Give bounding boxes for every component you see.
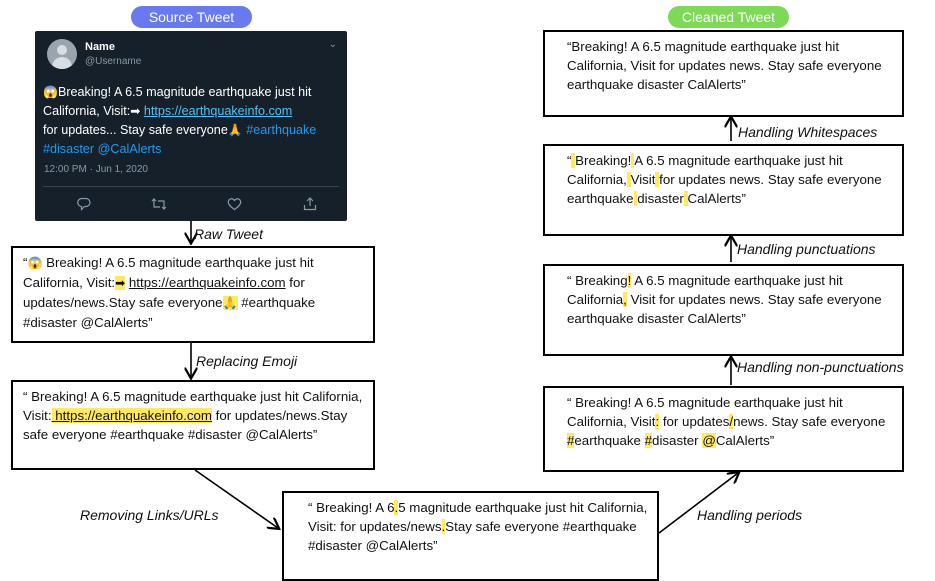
emoji-replaced-box: “ Breaking! A 6.5 magnitude earthquake j… <box>11 380 375 470</box>
highlight: . <box>441 519 446 534</box>
highlight <box>626 172 631 187</box>
hashtag-disaster[interactable]: #disaster <box>43 142 95 156</box>
heart-icon[interactable] <box>227 197 242 211</box>
links-removed-box: “ Breaking! A 6.5 magnitude earthquake j… <box>282 491 659 581</box>
hashtag-earthquake[interactable]: #earthquake <box>246 123 317 137</box>
box-text: Visit <box>630 172 656 187</box>
box-text: A 6.5 magnitude earthquake just hit Cali… <box>567 273 843 307</box>
highlight <box>631 153 635 168</box>
step-label-removing-links: Removing Links/URLs <box>80 507 219 523</box>
box-text: A 6.5 magnitude earthquake just hit Cali… <box>567 153 843 187</box>
box-text: “ Breaking! A 6.5 magnitude earthquake j… <box>567 395 843 429</box>
step-label-replacing-emoji: Replacing Emoji <box>196 353 298 369</box>
box-text: “ Breaking! A 6 <box>308 500 395 515</box>
raw-text: #earthquake #disaster @CalAlerts” <box>23 295 316 330</box>
highlight: : <box>655 414 660 429</box>
step-label-handling-periods: Handling periods <box>697 507 803 523</box>
tweet-link[interactable]: https://earthquakeinfo.com <box>143 104 293 118</box>
tweet-timestamp: 12:00 PM · Jun 1, 2020 <box>44 164 148 175</box>
highlight <box>655 172 660 187</box>
box-text: “ <box>567 153 572 168</box>
box-text: Breaking! <box>575 153 632 168</box>
highlight: @ <box>702 433 716 448</box>
tweet-author-handle: @Username <box>85 56 142 67</box>
tweet-actions <box>35 197 347 215</box>
box-text: disaster <box>652 433 703 448</box>
cleaned-text: “Breaking! A 6.5 magnitude earthquake ju… <box>567 39 882 92</box>
quote-open: “ <box>23 255 28 270</box>
punct-handled-box: “ Breaking! A 6.5 magnitude earthquake j… <box>543 144 904 236</box>
source-tweet-header: Source Tweet <box>131 6 252 28</box>
box-text: Visit for updates news. Stay safe everyo… <box>567 292 882 326</box>
periods-handled-box: “ Breaking! A 6.5 magnitude earthquake j… <box>543 386 904 472</box>
step-label-handling-non-punctuations: Handling non-punctuations <box>737 359 904 375</box>
highlight: # <box>644 433 653 448</box>
raw-text: for updates/news.Stay safe everyone <box>23 275 305 310</box>
arrow-links <box>194 469 278 528</box>
tweet-author-name: Name <box>85 41 115 53</box>
arrow-right-emoji-icon: ➡ <box>115 276 126 290</box>
step-label-raw-tweet: Raw Tweet <box>194 226 263 242</box>
arrow-right-emoji-icon: ➡ <box>130 104 141 118</box>
highlight <box>683 191 688 206</box>
box-text: for updates news. Stay safe everyone <box>659 172 882 187</box>
scream-emoji-icon: 😱 <box>27 256 43 270</box>
source-tweet-card: Name @Username ⌄ 😱Breaking! A 6.5 magnit… <box>35 31 347 221</box>
nonpunct-handled-box: “ Breaking! A 6.5 magnitude earthquake j… <box>543 264 904 356</box>
retweet-icon[interactable] <box>151 197 167 211</box>
avatar <box>47 39 77 69</box>
pray-emoji-icon: 🙏 <box>227 123 243 137</box>
tweet-text: Breaking! A 6.5 magnitude earthquake jus… <box>43 85 312 118</box>
box-text: Stay safe everyone #earthquake #disaster… <box>308 519 637 553</box>
highlight <box>571 153 576 168</box>
step-label-handling-punctuations: Handling punctuations <box>737 241 876 257</box>
raw-tweet-box: “😱 Breaking! A 6.5 magnitude earthquake … <box>11 246 375 343</box>
box-text: earthquake <box>574 433 645 448</box>
box-text: earthquake <box>567 191 634 206</box>
arrow-periods <box>658 473 738 534</box>
cleaned-tweet-header: Cleaned Tweet <box>668 6 789 28</box>
box-text: CalAlerts” <box>687 191 746 206</box>
tweet-body: 😱Breaking! A 6.5 magnitude earthquake ju… <box>43 83 343 159</box>
highlight <box>633 191 638 206</box>
highlighted-link: https://earthquakeinfo.com <box>51 408 212 423</box>
raw-link: https://earthquakeinfo.com <box>128 275 286 290</box>
reply-icon[interactable] <box>77 197 91 211</box>
box-text: CalAlerts” <box>715 433 775 448</box>
mention-calalerts[interactable]: @CalAlerts <box>97 142 162 156</box>
box-text: for updates/news.Stay safe everyone #ear… <box>23 408 348 442</box>
share-icon[interactable] <box>303 197 317 211</box>
highlight: / <box>729 414 734 429</box>
box-text: “ Breaking! A 6.5 magnitude earthquake j… <box>23 389 363 423</box>
box-text: news. Stay safe everyone <box>733 414 886 429</box>
highlight: . <box>394 500 399 515</box>
step-label-handling-whitespaces: Handling Whitespaces <box>738 124 878 140</box>
highlight: , <box>623 292 627 307</box>
tweet-text: for updates... Stay safe everyone <box>43 123 228 137</box>
raw-text: Breaking! A 6.5 magnitude earthquake jus… <box>23 255 314 290</box>
chevron-down-icon[interactable]: ⌄ <box>328 39 337 50</box>
pray-emoji-icon: 🙏 <box>222 296 238 310</box>
scream-emoji-icon: 😱 <box>43 85 58 99</box>
box-text: disaster <box>637 191 684 206</box>
box-text: for updates <box>659 414 730 429</box>
cleaned-tweet-box: “Breaking! A 6.5 magnitude earthquake ju… <box>543 30 904 117</box>
divider <box>43 186 339 187</box>
highlight: ! <box>627 273 632 288</box>
box-text: “ Breaking <box>567 273 628 288</box>
highlight: # <box>567 433 575 448</box>
box-text: 5 magnitude earthquake just hit Californ… <box>308 500 648 534</box>
